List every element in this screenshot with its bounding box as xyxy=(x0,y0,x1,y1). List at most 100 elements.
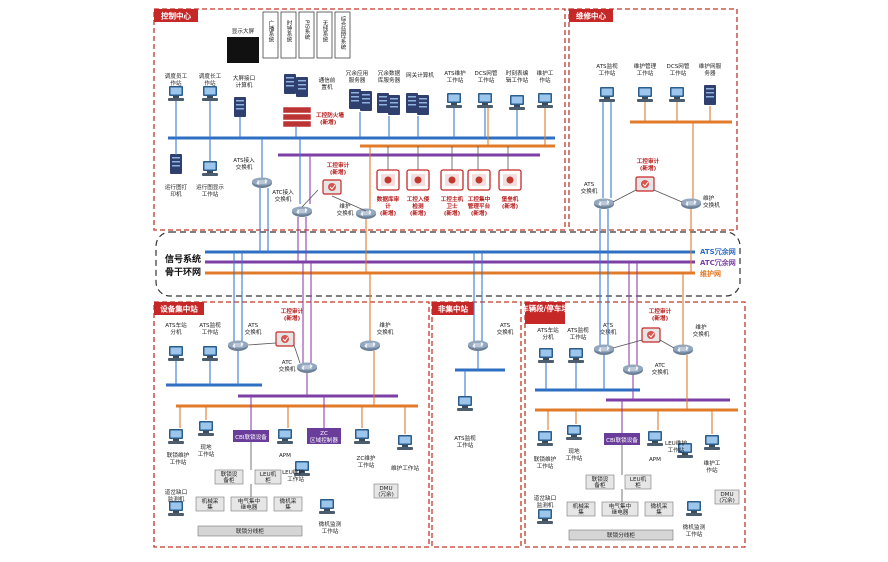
cc-maint-switch-label-2: 交换机 xyxy=(337,209,354,217)
svg-text:工控主机: 工控主机 xyxy=(441,195,464,203)
svg-text:机械采: 机械采 xyxy=(202,497,219,505)
depot-tag: 车辆段/停车场 xyxy=(521,302,569,324)
svg-text:(新增): (新增) xyxy=(380,209,397,217)
cc-audit-new: (新增) xyxy=(330,168,347,176)
server-icon xyxy=(296,77,308,97)
svg-text:检测: 检测 xyxy=(412,202,424,210)
security-device-icon xyxy=(376,169,400,191)
svg-text:堡垒机: 堡垒机 xyxy=(502,195,519,203)
svg-text:工作站: 工作站 xyxy=(599,69,616,77)
audit-device-icon xyxy=(322,179,342,195)
server-icon xyxy=(417,95,429,115)
svg-text:DMU: DMU xyxy=(720,492,733,498)
mc-ats-switch-label-2: 交换机 xyxy=(581,187,598,195)
audit-link xyxy=(331,195,367,212)
svg-text:电气集中: 电气集中 xyxy=(609,502,632,510)
cc-ats-switch-label-2: 交换机 xyxy=(236,163,253,171)
svg-text:继电器: 继电器 xyxy=(241,503,258,511)
server-icon xyxy=(388,95,400,115)
backbone-title-1: 信号系统 xyxy=(165,253,201,265)
workstation-icon xyxy=(704,435,720,450)
svg-text:ATC: ATC xyxy=(655,363,665,369)
audit-link xyxy=(301,189,319,208)
es-zc-label: ZC xyxy=(320,431,328,437)
external-systems: 广播系统 时钟系统 PIS系统 无线系统 综合监控系统 xyxy=(262,11,351,59)
svg-text:工作站: 工作站 xyxy=(198,450,215,458)
workstation-icon xyxy=(509,95,525,110)
svg-text:库服务器: 库服务器 xyxy=(378,76,401,84)
workstation-icon xyxy=(537,93,553,108)
non-equipment-station-zone xyxy=(431,301,522,548)
svg-text:维护工作站: 维护工作站 xyxy=(391,464,419,472)
svg-text:计: 计 xyxy=(385,202,391,210)
cc-atc-switch-label-2: 交换机 xyxy=(275,195,292,203)
svg-text:集: 集 xyxy=(285,503,291,511)
es-cbi-box xyxy=(233,430,269,442)
svg-text:维修中心: 维修中心 xyxy=(576,11,606,21)
server-icon xyxy=(377,93,389,113)
workstation-icon xyxy=(568,348,584,363)
svg-text:工作站: 工作站 xyxy=(287,475,304,483)
svg-text:维护工: 维护工 xyxy=(537,69,554,77)
control-center-tag: 控制中心 xyxy=(154,9,198,22)
svg-text:联锁分线柜: 联锁分线柜 xyxy=(607,531,635,539)
svg-text:控制中心: 控制中心 xyxy=(161,11,191,21)
svg-text:(冗余): (冗余) xyxy=(378,490,394,498)
workstation-icon xyxy=(669,87,685,102)
switch-icon xyxy=(622,364,644,376)
workstation-icon xyxy=(319,499,335,514)
audit-device-icon xyxy=(275,331,295,347)
workstation-icon xyxy=(457,396,473,411)
svg-text:交换机: 交换机 xyxy=(245,328,262,336)
workstation-icon xyxy=(277,429,293,444)
svg-text:交换机: 交换机 xyxy=(693,330,710,338)
svg-text:ATS车站: ATS车站 xyxy=(537,326,559,334)
nes-ws-label-2: 工作站 xyxy=(457,441,474,449)
maintenance-center-tag: 维修中心 xyxy=(569,9,613,22)
workstation-icon xyxy=(566,425,582,440)
depot-lower-drops xyxy=(547,410,713,502)
switch-icon xyxy=(593,198,615,210)
svg-text:继电器: 继电器 xyxy=(612,508,629,516)
svg-text:作站: 作站 xyxy=(170,79,182,87)
svg-text:微机监测: 微机监测 xyxy=(683,523,706,531)
svg-text:ATS监视: ATS监视 xyxy=(199,321,221,329)
cc-backbone-links xyxy=(259,188,367,273)
svg-text:工控审计: 工控审计 xyxy=(281,307,304,315)
server-icon xyxy=(406,93,418,113)
svg-text:工作站: 工作站 xyxy=(570,333,587,341)
svg-text:时刻表编: 时刻表编 xyxy=(506,69,529,77)
svg-text:ATS维护: ATS维护 xyxy=(444,69,466,77)
svg-text:维护: 维护 xyxy=(695,323,707,331)
svg-text:DMU: DMU xyxy=(379,486,392,492)
svg-text:(新增): (新增) xyxy=(502,202,519,210)
svg-text:置机: 置机 xyxy=(321,83,333,91)
svg-text:调度长工: 调度长工 xyxy=(199,72,222,80)
svg-text:交换机: 交换机 xyxy=(652,368,669,376)
svg-text:服务器: 服务器 xyxy=(349,76,366,84)
workstation-icon xyxy=(537,431,553,446)
workstation-icon xyxy=(198,421,214,436)
firewall-label: 工控防火墙 xyxy=(316,111,344,119)
switch-icon xyxy=(593,344,615,356)
maint-net-label: 维护网 xyxy=(700,269,721,278)
svg-text:计算机: 计算机 xyxy=(236,81,253,89)
svg-text:工控审计: 工控审计 xyxy=(649,307,672,315)
security-device-icon xyxy=(498,169,522,191)
server-icon xyxy=(349,89,361,109)
ext-scada: 综合监控系统 xyxy=(340,15,347,51)
svg-text:辑工作站: 辑工作站 xyxy=(506,76,529,84)
server-icon xyxy=(360,91,372,111)
security-device-icon xyxy=(440,169,464,191)
svg-text:设备集中站: 设备集中站 xyxy=(160,304,198,314)
svg-text:联锁分线柜: 联锁分线柜 xyxy=(236,527,264,535)
audit-link xyxy=(612,189,637,203)
svg-text:数据库审: 数据库审 xyxy=(377,195,400,203)
ext-broadcast: 广播系统 xyxy=(268,19,275,44)
mc-maint-switch-label-2: 交换机 xyxy=(703,201,720,209)
svg-text:APM: APM xyxy=(279,453,291,459)
svg-text:ATS车站: ATS车站 xyxy=(165,321,187,329)
switch-icon xyxy=(680,198,702,210)
svg-text:务器: 务器 xyxy=(704,69,716,77)
svg-text:现地: 现地 xyxy=(568,447,580,455)
